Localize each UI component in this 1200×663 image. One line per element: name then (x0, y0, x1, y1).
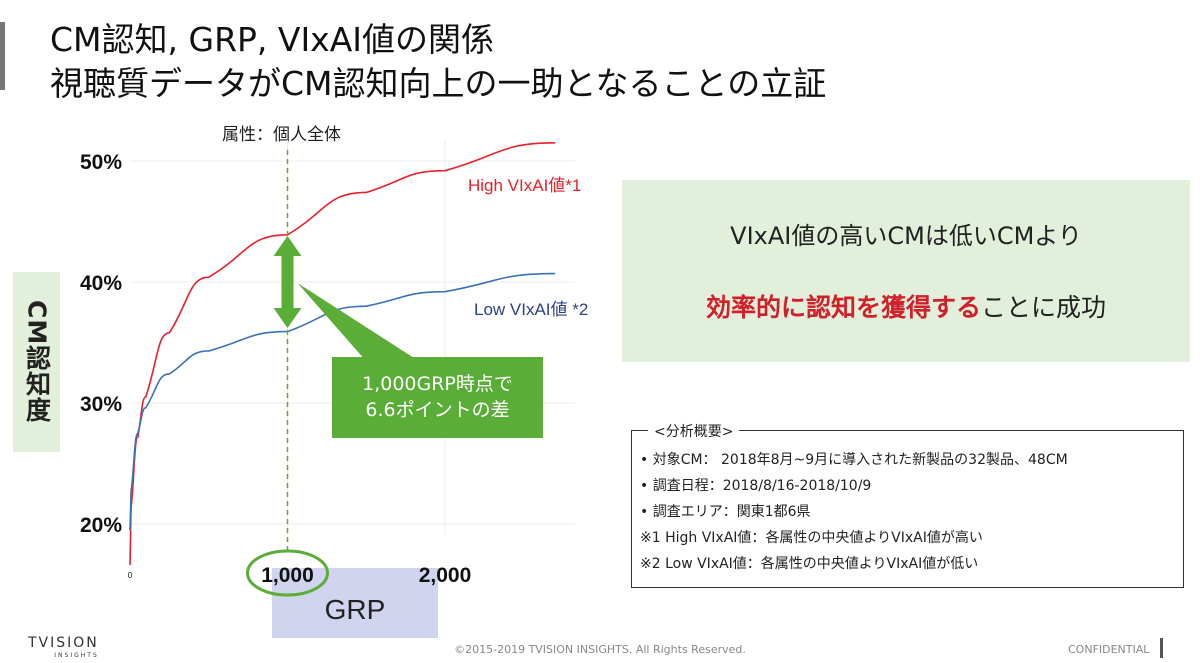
page-title-line1: CM認知, GRP, VIxAI値の関係 (50, 20, 495, 59)
callout-pointer (297, 283, 413, 357)
summary-item: • 対象CM： 2018年8月~9月に導入された新製品の32製品、48CM (640, 452, 1068, 468)
page-title-line2: 視聴質データがCM認知向上の一助となることの立証 (50, 64, 827, 103)
analysis-summary-box: <分析概要> • 対象CM： 2018年8月~9月に導入された新製品の32製品、… (631, 421, 1184, 588)
series-line-low (129, 272, 556, 531)
x-tick-label: 1,000 (261, 564, 314, 587)
summary-item: • 調査エリア：関東1都6県 (640, 504, 811, 520)
y-tick-label: 20% (80, 514, 122, 537)
confidential-label: CONFIDENTIAL (1068, 643, 1150, 656)
x-tick-label: 0 (128, 571, 133, 580)
callout-line1: 1,000GRP時点で (362, 373, 513, 395)
callout-line2: 6.6ポイントの差 (365, 399, 510, 421)
x-tick-label: 2,000 (419, 564, 472, 587)
key-message-line1: VIxAI値の高いCMは低いCMより (730, 222, 1082, 250)
footer-bar (1160, 638, 1163, 658)
key-message-line2: 効率的に認知を獲得することに成功 (622, 288, 1190, 324)
y-axis-label: CM認知度 (13, 272, 60, 452)
difference-callout: 1,000GRP時点で 6.6ポイントの差 (332, 357, 543, 438)
summary-item: ※2 Low VIxAI値：各属性の中央値よりVIxAI値が低い (640, 556, 979, 572)
key-message-box: VIxAI値の高いCMは低いCMより 効率的に認知を獲得することに成功 (622, 180, 1190, 362)
x-axis-label: GRP (272, 568, 438, 638)
summary-item: • 調査日程：2018/8/16-2018/10/9 (640, 478, 872, 494)
copyright: ©2015-2019 TVISION INSIGHTS. All Rights … (454, 643, 746, 656)
chart-title: 属性：個人全体 (222, 125, 341, 145)
summary-item: ※1 High VIxAI値：各属性の中央値よりVIxAI値が高い (640, 530, 983, 546)
accent-bar (0, 22, 5, 90)
highlight-ellipse (246, 549, 329, 597)
logo-text: TVISION (28, 635, 99, 651)
legend-low: Low VIxAI値 *2 (474, 300, 589, 319)
legend-high: High VIxAI値*1 (468, 176, 582, 195)
y-tick-label: 50% (80, 151, 122, 174)
logo-subtext: INSIGHTS (54, 652, 99, 659)
key-message-emphasis: 効率的に認知を獲得する (705, 293, 981, 322)
key-message-rest: ことに成功 (981, 293, 1107, 322)
difference-double-arrow-icon (273, 236, 302, 328)
y-tick-label: 30% (80, 393, 122, 416)
y-tick-label: 40% (80, 272, 122, 295)
double-arrow-shape (273, 236, 302, 328)
summary-title: <分析概要> (648, 421, 740, 441)
